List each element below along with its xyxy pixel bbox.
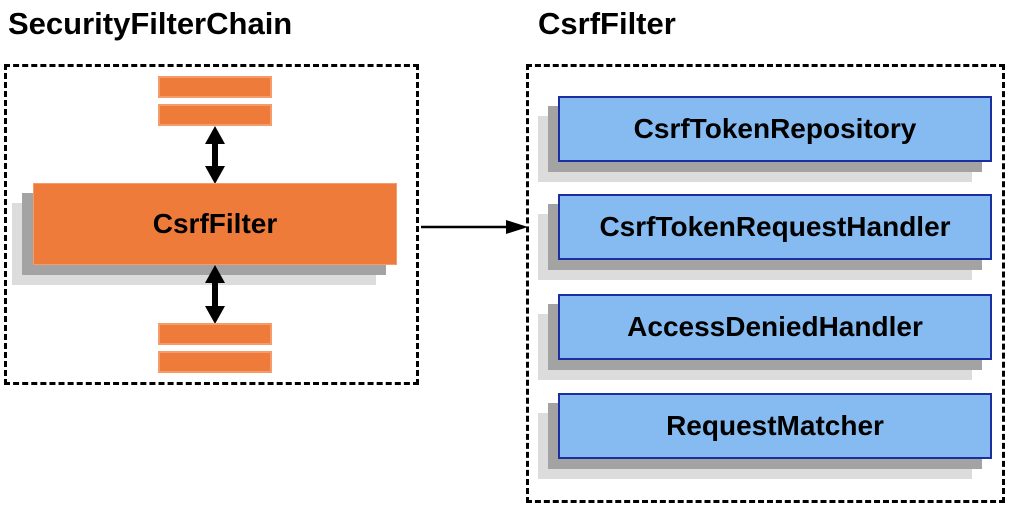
filter-bar: [158, 323, 272, 345]
security-filter-chain-container: [4, 64, 419, 385]
component-label: CsrfTokenRequestHandler: [599, 211, 951, 242]
double-arrow-vertical-icon: [205, 265, 225, 324]
right-panel-title: CsrfFilter: [538, 6, 676, 41]
double-arrow-vertical-icon: [205, 126, 225, 184]
csrf-filter-box: CsrfFilter: [33, 183, 397, 265]
csrf-filter-label: CsrfFilter: [152, 208, 278, 239]
component-box-csrf-token-repository: CsrfTokenRepository: [558, 96, 992, 162]
component-label: RequestMatcher: [666, 410, 884, 441]
component-label: CsrfTokenRepository: [633, 113, 917, 144]
filter-bar: [158, 104, 272, 126]
component-box-csrf-token-request-handler: CsrfTokenRequestHandler: [558, 194, 992, 260]
left-panel-title: SecurityFilterChain: [8, 6, 293, 41]
component-label: AccessDeniedHandler: [627, 311, 923, 342]
arrow-right-icon: [421, 220, 528, 234]
component-box-access-denied-handler: AccessDeniedHandler: [558, 294, 992, 360]
csrf-filter-detail-container: [526, 64, 1005, 503]
component-box-request-matcher: RequestMatcher: [558, 393, 992, 459]
filter-bar: [158, 76, 272, 98]
filter-bar: [158, 351, 272, 373]
